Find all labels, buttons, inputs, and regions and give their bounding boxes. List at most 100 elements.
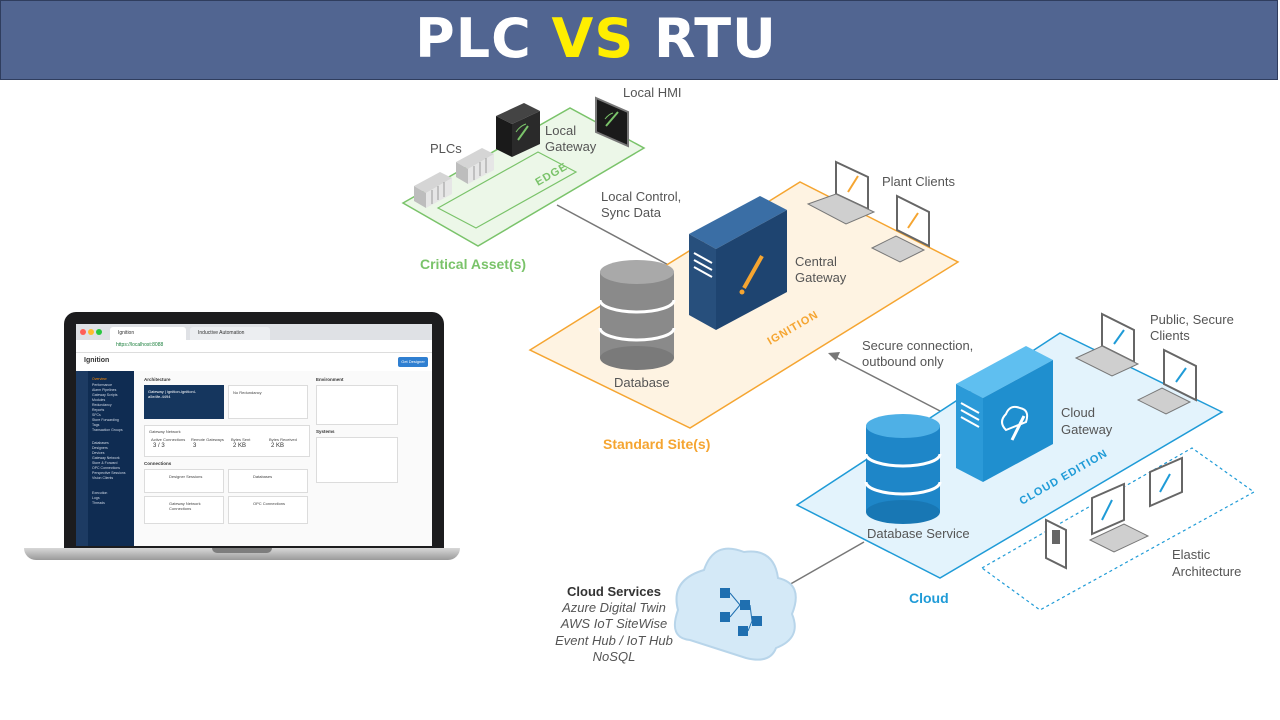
plcs-label: PLCs (430, 141, 462, 156)
conn-header: Remote Gateways (191, 437, 224, 442)
nav-item: SFCs (92, 413, 101, 417)
cloud-gateway-icon (956, 346, 1053, 482)
app-icon-rail (76, 371, 88, 546)
cloud-services-title: Cloud Services (567, 584, 661, 599)
edge-link-label-2: Sync Data (601, 205, 662, 220)
get-designer-button: Get Designer (398, 357, 428, 367)
local-gateway-label-2: Gateway (545, 139, 597, 154)
nav-item: OPC Connections (92, 466, 121, 470)
edge-link-label-1: Local Control, (601, 189, 681, 204)
standard-site-label: Standard Site(s) (603, 436, 710, 452)
databases-label: Databases (253, 474, 273, 479)
edge-inner-zone (436, 151, 578, 229)
databases-card: Databases (228, 469, 308, 493)
laptop-illustration: Ignition Inductive Automation https://lo… (24, 312, 462, 562)
gateway-network-card: Gateway Network Active Connections Remot… (144, 425, 310, 457)
central-gateway-label-2: Gateway (795, 270, 847, 285)
laptop-screen: Ignition Inductive Automation https://lo… (76, 324, 432, 546)
close-dot-icon (80, 329, 86, 335)
conn-value: 2 KB (271, 443, 285, 449)
app-header: Ignition Get Designer (76, 353, 432, 372)
local-hmi-label: Local HMI (623, 85, 682, 100)
nav-item: Gateway Network (92, 456, 120, 460)
elastic-label-2: Architecture (1172, 564, 1241, 579)
cloud-service-item: Event Hub / IoT Hub (555, 633, 673, 648)
nav-item: Store & Forward (92, 461, 118, 465)
redundancy-text: No Redundancy (233, 390, 262, 395)
cloud-services-icon (674, 547, 797, 661)
cloud-service-item: AWS IoT SiteWise (560, 616, 668, 631)
nav-item: Alarm Pipelines (92, 388, 117, 392)
nav-item: Modules (92, 398, 106, 402)
laptop-notch (212, 548, 272, 553)
app-nav-menu: Overview Performance Alarm Pipelines Gat… (88, 371, 134, 546)
secure-link-arrow (828, 352, 840, 361)
nav-item: Transaction Groups (92, 428, 123, 432)
maximize-dot-icon (96, 329, 102, 335)
page-title: PLC VS RTU (415, 7, 777, 70)
nav-item: Redundancy (92, 403, 112, 407)
public-client-laptop-icon (1074, 312, 1140, 377)
url-bar: https://localhost:8088 (76, 340, 432, 353)
cloud-service-item: Azure Digital Twin (561, 600, 666, 615)
cloud-gateway-label-1: Cloud (1061, 405, 1095, 420)
local-gateway-label-1: Local (545, 123, 576, 138)
opc-connections-card: OPC Connections (228, 496, 308, 524)
public-client-desktop-icon (1136, 348, 1197, 415)
environment-card (316, 385, 398, 425)
cloud-label: Cloud (909, 590, 949, 606)
nav-item: Logs (92, 496, 100, 500)
cloud-gateway-label-2: Gateway (1061, 422, 1113, 437)
cloud-services-link (779, 541, 865, 591)
redundancy-card: No Redundancy (228, 385, 308, 419)
gateway-card: Gateway | ignition-ignitionl-a5e4fe-4494 (144, 385, 224, 419)
public-clients-label-1: Public, Secure (1150, 312, 1234, 327)
systems-card (316, 437, 398, 483)
nav-item: Store Forwarding (92, 418, 119, 422)
secure-link-label-1: Secure connection, (862, 338, 973, 353)
nav-item: Databases (92, 441, 109, 445)
gw-network-connections-label: Gateway Network Connections (169, 501, 201, 511)
nav-item: Gateway Scripts (92, 393, 118, 397)
app-main-content: Architecture Gateway | ignition-ignition… (134, 371, 432, 546)
designer-sessions-card: Designer Sessions (144, 469, 224, 493)
conn-header: Bytes Received (269, 437, 297, 442)
url-text: https://localhost:8088 (116, 342, 164, 348)
nav-item: Execution (92, 491, 108, 495)
gateway-card-title: Gateway | ignition-ignitionl-a5e4fe-4494 (148, 389, 196, 399)
central-gateway-icon (689, 196, 787, 330)
plant-clients-label: Plant Clients (882, 174, 955, 189)
secure-link-line (829, 353, 943, 413)
browser-tab-bar: Ignition Inductive Automation (76, 324, 432, 340)
database-service-icon (864, 414, 942, 524)
conn-value: 3 / 3 (153, 443, 165, 449)
database-service-label: Database Service (867, 526, 970, 541)
conn-value: 2 KB (233, 443, 247, 449)
cloud-service-item: NoSQL (593, 649, 636, 664)
database-icon (598, 260, 676, 370)
designer-sessions-label: Designer Sessions (169, 474, 203, 479)
local-hmi-icon (595, 96, 629, 148)
nav-item: Performance (92, 383, 113, 387)
architecture-heading: Architecture (144, 377, 171, 382)
plc-rack-icon (414, 172, 452, 208)
vs-word: VS (551, 7, 635, 70)
nav-item: Designers (92, 446, 108, 450)
conn-header: Active Connections (151, 437, 186, 442)
central-gateway-label-1: Central (795, 254, 837, 269)
edge-link-line (556, 204, 675, 269)
environment-heading: Environment (316, 377, 344, 382)
connections-heading: Connections (144, 461, 172, 466)
elastic-laptop-icon (1088, 482, 1150, 553)
opc-connections-label: OPC Connections (253, 501, 286, 506)
gw-network-connections-card: Gateway Network Connections (144, 496, 224, 524)
nav-item: Overview (92, 377, 107, 381)
nav-item: Reports (92, 408, 105, 412)
laptop-lid: Ignition Inductive Automation https://lo… (64, 312, 444, 552)
nav-item: Vision Clients (92, 476, 114, 480)
elastic-label-1: Elastic (1172, 547, 1211, 562)
nav-item: Devices (92, 451, 105, 455)
elastic-tablet-icon (1045, 518, 1067, 570)
plant-client-desktop-icon (870, 194, 930, 263)
